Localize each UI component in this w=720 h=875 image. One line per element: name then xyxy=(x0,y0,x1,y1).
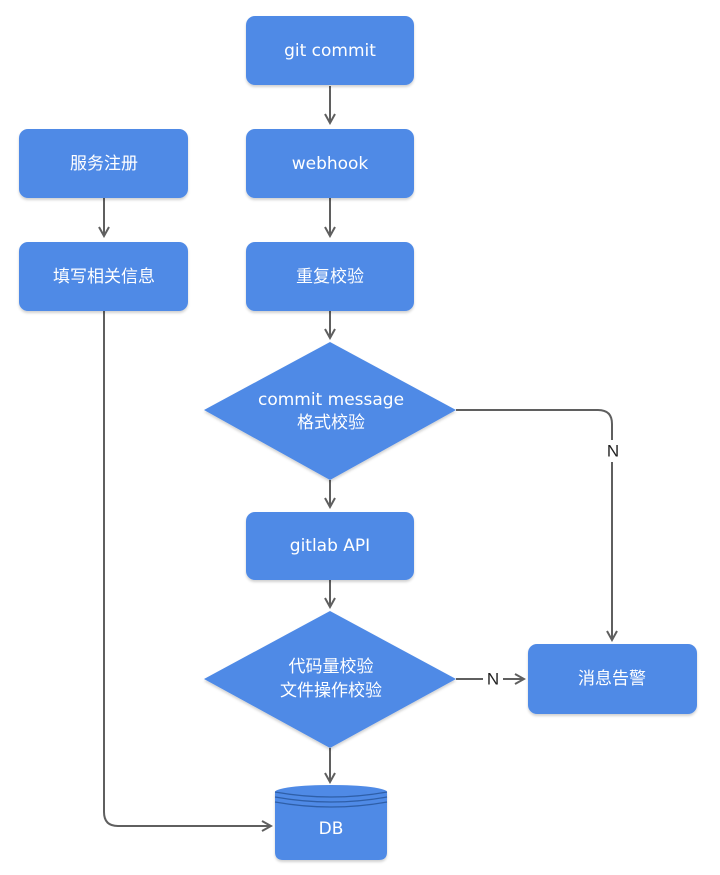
node-git-commit-label: git commit xyxy=(284,41,376,61)
node-code-check-diamond xyxy=(204,611,456,748)
node-alert-box xyxy=(528,644,697,714)
edge-label-bg xyxy=(483,668,503,690)
node-fill-info-box xyxy=(19,242,188,311)
edge-label-code-no: N xyxy=(487,669,499,688)
node-code-check[interactable]: 代码量校验 文件操作校验 xyxy=(204,611,456,748)
edges xyxy=(104,86,612,826)
node-repeat-check-label: 重复校验 xyxy=(296,267,364,287)
node-webhook-box xyxy=(246,129,414,198)
node-db-body xyxy=(275,792,387,860)
node-fill-info[interactable]: 填写相关信息 xyxy=(19,242,188,311)
node-db-ring-3 xyxy=(274,801,388,808)
edge-label-bg xyxy=(602,440,622,462)
node-webhook[interactable]: webhook xyxy=(246,129,414,198)
node-alert-label: 消息告警 xyxy=(578,669,646,689)
node-git-commit-box xyxy=(246,16,414,85)
nodes: git commit webhook 重复校验 commit message 格… xyxy=(19,16,697,860)
edge-message-check-to-alert xyxy=(456,409,612,640)
node-repeat-check[interactable]: 重复校验 xyxy=(246,242,414,311)
node-gitlab-api-box xyxy=(246,512,414,580)
node-db-ring-2 xyxy=(274,796,388,803)
edge-label-message-no: N xyxy=(607,441,619,460)
node-message-check-label-line1: commit message xyxy=(258,390,404,410)
node-service-register-label: 服务注册 xyxy=(70,154,138,174)
edge-fill-info-to-db xyxy=(103,311,271,826)
node-code-check-label-line1: 代码量校验 xyxy=(289,657,374,677)
node-repeat-check-box xyxy=(246,242,414,311)
node-webhook-label: webhook xyxy=(292,154,369,174)
node-fill-info-label: 填写相关信息 xyxy=(53,267,155,287)
node-gitlab-api-label: gitlab API xyxy=(290,536,370,556)
node-message-check[interactable]: commit message 格式校验 xyxy=(204,342,456,480)
node-db[interactable]: DB xyxy=(274,785,388,860)
edge-labels: N N xyxy=(483,440,622,690)
node-message-check-diamond xyxy=(204,342,456,480)
node-gitlab-api[interactable]: gitlab API xyxy=(246,512,414,580)
node-code-check-label-line2: 文件操作校验 xyxy=(280,681,382,701)
node-git-commit[interactable]: git commit xyxy=(246,16,414,85)
node-alert[interactable]: 消息告警 xyxy=(528,644,697,714)
node-service-register-box xyxy=(19,129,188,198)
node-message-check-label-line2: 格式校验 xyxy=(297,413,365,433)
node-db-ring-1 xyxy=(274,791,388,798)
node-service-register[interactable]: 服务注册 xyxy=(19,129,188,198)
node-db-label: DB xyxy=(319,819,344,839)
